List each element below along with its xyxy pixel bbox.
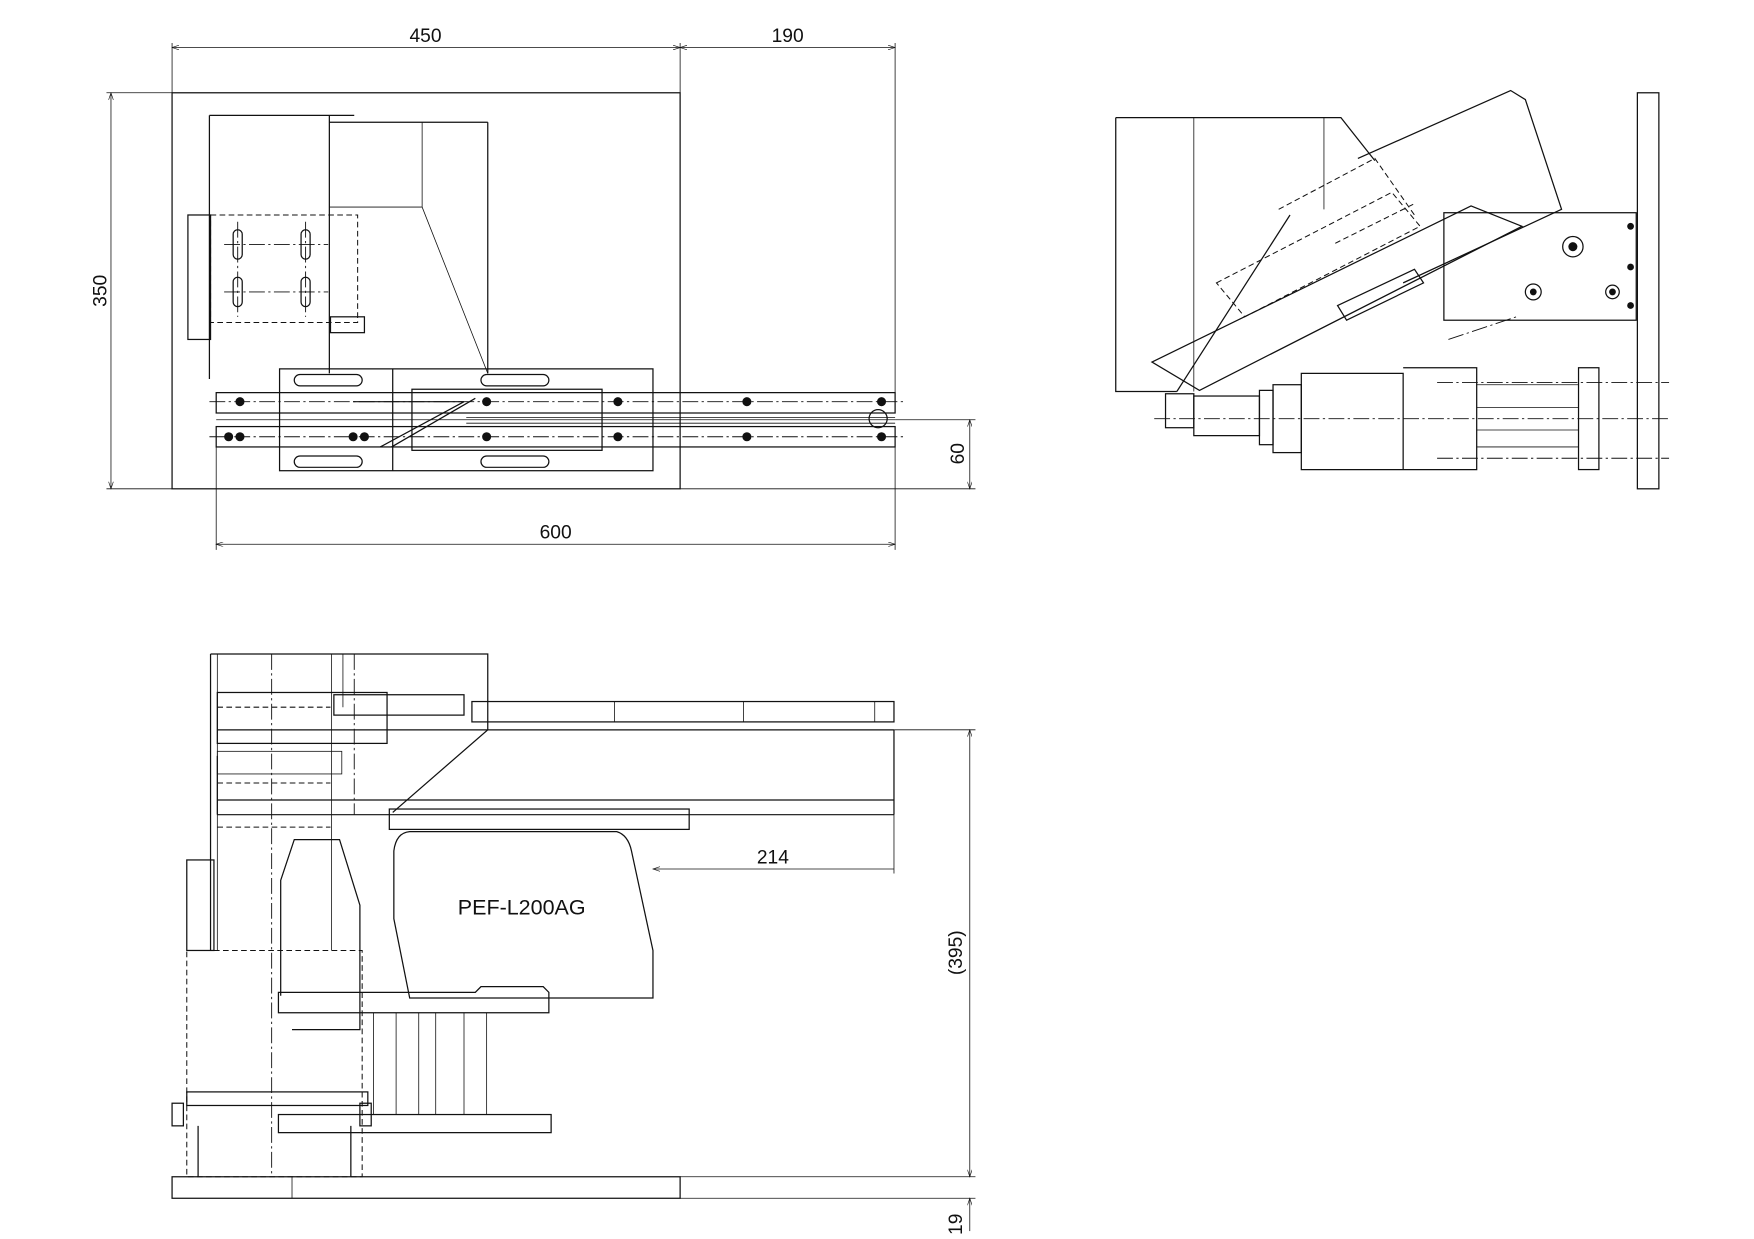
front-view: PEF-L200AG: [171, 653, 895, 1199]
actuator-rods: [373, 1012, 488, 1115]
dim-450: 450: [409, 26, 441, 47]
actuator-body: [1300, 367, 1478, 471]
dim-214: 214: [757, 847, 789, 868]
feeder-body: [393, 831, 654, 999]
base-plate: [171, 1176, 681, 1199]
dim-395: (395): [946, 930, 967, 975]
mount-block: [1443, 212, 1637, 321]
side-view: [1115, 89, 1670, 490]
hopper-front: [209, 653, 489, 951]
bolt-holes: [224, 397, 888, 442]
top-view: [171, 92, 906, 490]
tilted-trough: [1150, 205, 1524, 392]
top-view-dimensions: 450 190 350 60 600: [90, 26, 976, 550]
dim-190: 190: [772, 26, 804, 47]
dim-60: 60: [948, 443, 969, 464]
dim-350: 350: [90, 275, 111, 307]
dim-19: 19: [946, 1214, 967, 1235]
hopper-side: [1115, 117, 1376, 393]
model-label: PEF-L200AG: [458, 895, 586, 919]
trough-rail: [215, 392, 896, 414]
hopper-outline: [208, 114, 489, 380]
base-plate-outline: [171, 92, 681, 490]
front-view-dimensions: (395) 19 214: [653, 730, 976, 1235]
wall-plate: [1636, 92, 1660, 490]
trough-front: [216, 729, 895, 816]
dim-600: 600: [540, 523, 572, 544]
